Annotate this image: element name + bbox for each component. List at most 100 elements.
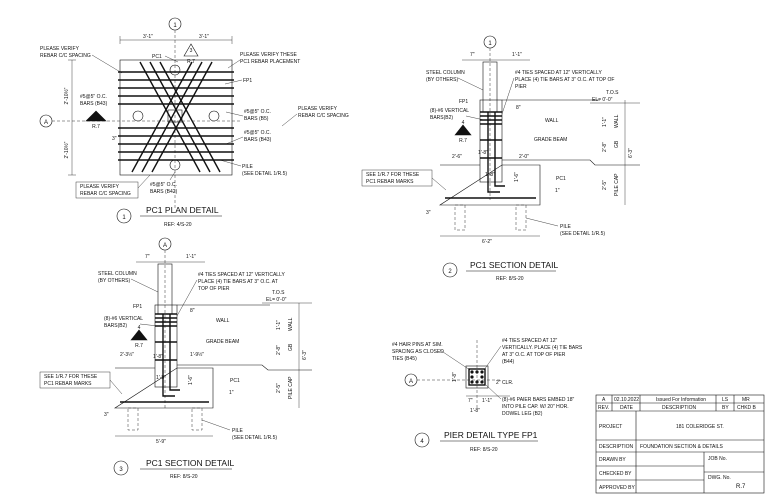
note-hair-pins: #4 HAIR PINS AT SIM. SPACING AS CLOSED T… — [392, 342, 471, 371]
label-wall: WALL — [545, 118, 559, 124]
svg-text:DWG. No.: DWG. No. — [708, 475, 731, 481]
pile-right — [515, 204, 527, 231]
svg-text:DESCRIPTION: DESCRIPTION — [599, 444, 634, 450]
svg-text:GB: GB — [288, 343, 294, 351]
svg-text:PILE: PILE — [242, 164, 254, 170]
svg-text:APPROVED BY: APPROVED BY — [599, 485, 636, 491]
dim-3in: 3" — [112, 136, 117, 142]
pile-cap-outline — [119, 59, 233, 176]
note-pier-bars: (8)-#6 PAIER BARS EMBED 18" INTO PILE CA… — [485, 384, 574, 417]
svg-text:PILE: PILE — [232, 428, 244, 434]
svg-text:A: A — [602, 397, 606, 403]
svg-text:5'-9": 5'-9" — [156, 439, 166, 445]
svg-text:2'-6": 2'-6" — [452, 154, 462, 160]
svg-text:2'-8": 2'-8" — [276, 345, 282, 355]
detail-2-ref: REF: 8/S-20 — [496, 276, 524, 282]
svg-text:3": 3" — [104, 412, 109, 418]
svg-text:BY: BY — [722, 405, 729, 411]
svg-text:#5@5" O.C.: #5@5" O.C. — [244, 109, 271, 115]
svg-text:3: 3 — [190, 48, 193, 54]
svg-text:6'-3": 6'-3" — [302, 350, 308, 360]
note-pile-3: PILE (SEE DETAIL 1/R.5) — [201, 419, 277, 441]
svg-text:(8)-#6 PAIER BARS EMBED 18": (8)-#6 PAIER BARS EMBED 18" — [502, 397, 574, 403]
svg-text:FP1: FP1 — [133, 304, 142, 310]
svg-text:1'-1": 1'-1" — [602, 117, 608, 127]
note-steel-column-3: STEEL COLUMN (BY OTHERS) — [98, 271, 159, 293]
svg-text:DATE: DATE — [620, 405, 634, 411]
svg-text:(BY OTHERS): (BY OTHERS) — [426, 77, 458, 83]
svg-text:(SEE DETAIL 1/R.5): (SEE DETAIL 1/R.5) — [560, 231, 605, 237]
pile-circle-left — [132, 110, 144, 122]
grid-label-1: 1 — [173, 23, 177, 29]
svg-text:2" CLR.: 2" CLR. — [496, 380, 513, 386]
svg-text:REBAR C/C SPACING: REBAR C/C SPACING — [80, 191, 131, 197]
svg-text:4: 4 — [420, 439, 424, 445]
note-b5: #5@5" O.C. BARS (B5) — [225, 109, 271, 122]
diagonal-bars — [131, 61, 221, 173]
svg-text:1'-8": 1'-8" — [153, 354, 163, 360]
svg-text:1'-6": 1'-6" — [514, 172, 520, 182]
detail-4-pier: A #4 HAIR PINS AT SIM. SPACING AS CLOSED… — [392, 338, 583, 453]
svg-text:A: A — [409, 379, 413, 385]
svg-text:R.7: R.7 — [187, 59, 195, 65]
detail-4-ref: REF: 8/S-20 — [470, 447, 498, 453]
note-see-rebar-marks: SEE 1/R.7 FOR THESE PC1 REBAR MARKS — [361, 169, 447, 191]
note-vertical-bars: (8)-#6 VERTICAL BARS(B2) — [430, 108, 485, 121]
svg-text:2: 2 — [448, 269, 452, 275]
detail-4-title: PIER DETAIL TYPE FP1 — [444, 430, 538, 440]
svg-text:1'-8": 1'-8" — [452, 372, 458, 382]
svg-text:02.10.2022: 02.10.2022 — [614, 397, 639, 403]
svg-text:1'-1": 1'-1" — [482, 398, 492, 404]
grid-label-a: A — [44, 120, 48, 126]
svg-text:1'-8": 1'-8" — [470, 408, 480, 414]
svg-text:#5@5" O.C.: #5@5" O.C. — [150, 182, 177, 188]
dim-left: 3'-1" — [143, 34, 153, 40]
pile-left — [454, 204, 466, 231]
svg-text:(8)-#6 VERTICAL: (8)-#6 VERTICAL — [104, 316, 143, 322]
svg-text:BARS (B5): BARS (B5) — [244, 116, 269, 122]
svg-text:JOB No.: JOB No. — [708, 456, 727, 462]
svg-text:PILE CAP: PILE CAP — [614, 173, 620, 196]
note-vertical-bars-3: (8)-#6 VERTICAL BARS(B2) — [104, 316, 159, 329]
svg-text:1'-8": 1'-8" — [156, 375, 166, 381]
svg-text:BARS(B2): BARS(B2) — [430, 115, 453, 121]
detail-4-number-bubble — [414, 432, 430, 448]
detail-2-number-bubble — [442, 262, 458, 278]
dim-vert-top: 2'-10½" — [63, 87, 70, 104]
svg-text:(SEE DETAIL 1/R.5): (SEE DETAIL 1/R.5) — [232, 435, 277, 441]
note-right-mid: PLEASE VERIFY REBAR C/C SPACING — [281, 106, 349, 127]
note-b43: #5@5" O.C. BARS (B43) — [225, 130, 272, 145]
svg-text:GB: GB — [614, 140, 620, 148]
svg-text:DRAWN BY: DRAWN BY — [599, 457, 626, 463]
svg-text:(B44): (B44) — [502, 359, 515, 365]
note-pier-ties: #4 TIES SPACED AT 12" VERTICALLY. PLACE … — [483, 338, 583, 371]
svg-text:7": 7" — [470, 52, 475, 58]
svg-text:A: A — [163, 243, 167, 249]
detail-1-ref: REF: 4/S-20 — [164, 222, 192, 228]
section-tag-left — [85, 110, 107, 122]
svg-text:STEEL COLUMN: STEEL COLUMN — [98, 271, 137, 277]
detail-2-section: 1 7" 1'-1" WALL GRADE BEAM STEEL C — [361, 35, 640, 282]
label-grade-beam-3: GRADE BEAM — [206, 339, 239, 345]
svg-text:WALL: WALL — [614, 114, 620, 128]
svg-text:REBAR C/C SPACING: REBAR C/C SPACING — [298, 113, 349, 119]
svg-text:PC1 REBAR MARKS: PC1 REBAR MARKS — [366, 179, 414, 185]
svg-text:PLACE (4) TIE BARS AT 3" O.C.: PLACE (4) TIE BARS AT 3" O.C. AT TOP OF — [515, 77, 614, 83]
svg-text:2'-5": 2'-5" — [276, 383, 282, 393]
note-ties-3: #4 TIES SPACED AT 12" VERTICALLY PLACE (… — [176, 272, 285, 317]
detail-1-title: PC1 PLAN DETAIL — [146, 205, 219, 215]
note-left-bot: PLEASE VERIFY REBAR C/C SPACING — [75, 174, 151, 199]
detail-1-plan: 1 3'-1" 3'-1" — [39, 17, 349, 228]
svg-text:4: 4 — [138, 325, 141, 331]
svg-text:R.7: R.7 — [92, 124, 100, 130]
svg-text:2'-0": 2'-0" — [519, 154, 529, 160]
svg-text:SPACING AS CLOSED: SPACING AS CLOSED — [392, 349, 444, 355]
svg-text:1'-9½": 1'-9½" — [190, 351, 204, 358]
project-value: 181 COLERIDGE ST. — [676, 424, 724, 430]
tos-marker: T.O.S EL= 0'-0" — [590, 90, 640, 104]
svg-text:BARS (B42): BARS (B42) — [150, 189, 178, 195]
detail-2-title: PC1 SECTION DETAIL — [470, 260, 558, 270]
svg-text:BARS (B43): BARS (B43) — [80, 101, 108, 107]
